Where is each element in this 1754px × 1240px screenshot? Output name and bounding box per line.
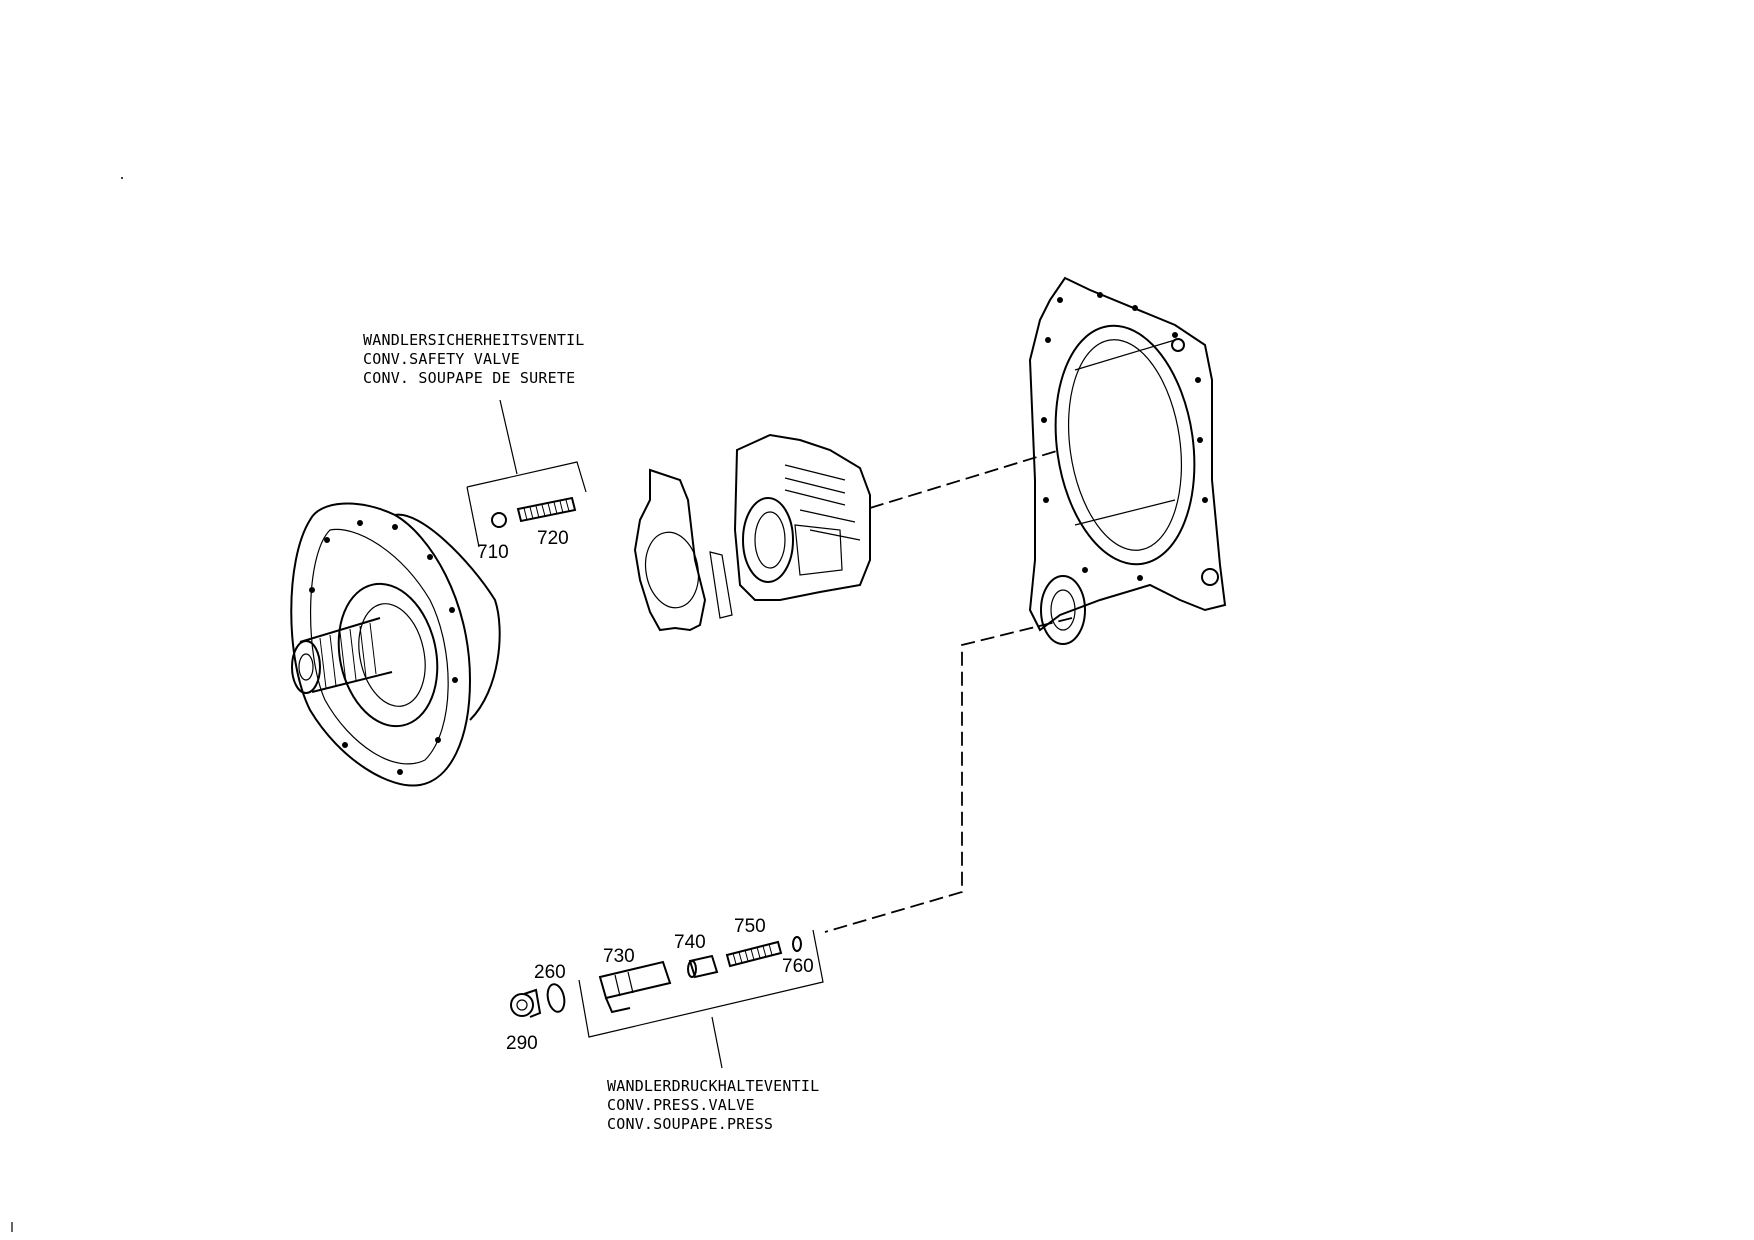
piston-730-icon <box>598 960 672 1014</box>
part-number-720: 720 <box>537 528 569 549</box>
washer-760-icon <box>792 936 802 952</box>
pump-housing-drawing <box>290 502 501 787</box>
safety-valve-label-de: WANDLERSICHERHEITSVENTIL <box>363 331 585 349</box>
safety-valve-callout: WANDLERSICHERHEITSVENTIL CONV.SAFETY VAL… <box>363 331 587 563</box>
press-valve-label-fr: CONV.SOUPAPE.PRESS <box>607 1115 773 1133</box>
spring-720-icon <box>516 496 577 523</box>
part-number-290: 290 <box>506 1033 538 1054</box>
part-number-740: 740 <box>674 932 706 953</box>
safety-valve-label-fr: CONV. SOUPAPE DE SURETE <box>363 369 575 387</box>
assembly-path-upper <box>869 449 1061 509</box>
oring-260-icon <box>546 983 566 1013</box>
ball-710-icon <box>491 512 507 528</box>
part-number-710: 710 <box>477 542 509 563</box>
gasket-drawing <box>633 468 733 632</box>
safety-valve-bracket <box>466 461 587 548</box>
pump-body-drawing <box>733 433 871 601</box>
safety-valve-label-en: CONV.SAFETY VALVE <box>363 350 520 368</box>
part-number-750: 750 <box>734 916 766 937</box>
assembly-path-lower <box>824 617 1073 933</box>
safety-valve-leader <box>499 399 518 475</box>
spring-750-icon <box>725 940 783 968</box>
main-housing-drawing <box>1028 276 1227 645</box>
press-valve-bracket <box>578 929 824 1038</box>
press-valve-label-en: CONV.PRESS.VALVE <box>607 1096 755 1114</box>
part-number-730: 730 <box>603 946 635 967</box>
plug-290-icon <box>510 988 542 1018</box>
scan-speck <box>121 177 123 179</box>
part-number-760: 760 <box>782 956 814 977</box>
press-valve-leader <box>711 1016 723 1069</box>
press-valve-label-de: WANDLERDRUCKHALTEVENTIL <box>607 1077 819 1095</box>
press-valve-callout: 260 290 730 740 750 760 WANDLERDRUCKHALT… <box>506 916 824 1133</box>
sleeve-740-icon <box>687 954 719 979</box>
part-number-260: 260 <box>534 962 566 983</box>
